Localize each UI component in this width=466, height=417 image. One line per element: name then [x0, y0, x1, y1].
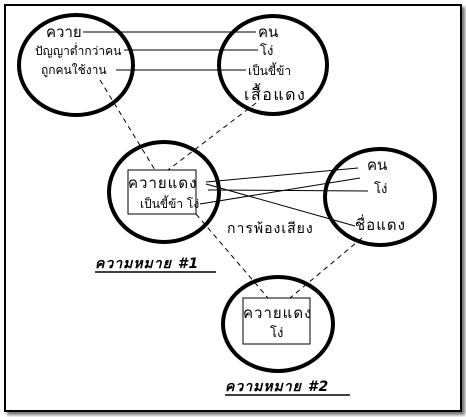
top-left-label-3: ถูกคนใช้งาน [41, 63, 107, 78]
circle-bottom [221, 275, 335, 373]
connector-line [207, 189, 369, 192]
bottom-text-box [242, 297, 311, 345]
middle-text-box [127, 169, 197, 215]
top-right-label-1: คน [258, 23, 278, 41]
connector-line [199, 177, 361, 205]
connector-line [205, 167, 359, 183]
dashed-connector [289, 237, 363, 299]
right-label-3: ชื่อแดง [355, 214, 406, 234]
circle-middle [107, 140, 221, 244]
top-left-label-2: ปัญญาต่ำกว่าคน [35, 42, 121, 58]
circle-top-right [217, 14, 329, 116]
connector-line [205, 183, 356, 227]
dashed-connector [195, 213, 269, 299]
circle-top-left [17, 13, 135, 117]
circle-right [323, 147, 437, 247]
diagram-frame [4, 4, 462, 412]
bottom-box-label-2: โง่ [270, 325, 283, 341]
top-right-label-4: เสื้อแดง [244, 83, 306, 104]
middle-box-label-2: เป็นขี้ข้า โง่ [140, 195, 199, 211]
top-left-label-1: ควาย [46, 23, 82, 41]
bottom-box-label-1: ควายแดง [243, 304, 312, 322]
middle-box-label-1: ควายแดง [128, 174, 197, 192]
caption-meaning-2: ความหมาย #2 [225, 379, 329, 395]
right-label-2: โง่ [374, 181, 387, 197]
top-right-label-2: โง่ [260, 43, 273, 59]
top-right-label-3: เป็นขี้ข้า [248, 62, 291, 78]
dashed-connector [167, 102, 257, 171]
caption-meaning-1: ความหมาย #1 [95, 256, 199, 272]
homophone-label: การพ้องเสียง [227, 221, 314, 237]
right-label-1: คน [367, 156, 387, 174]
